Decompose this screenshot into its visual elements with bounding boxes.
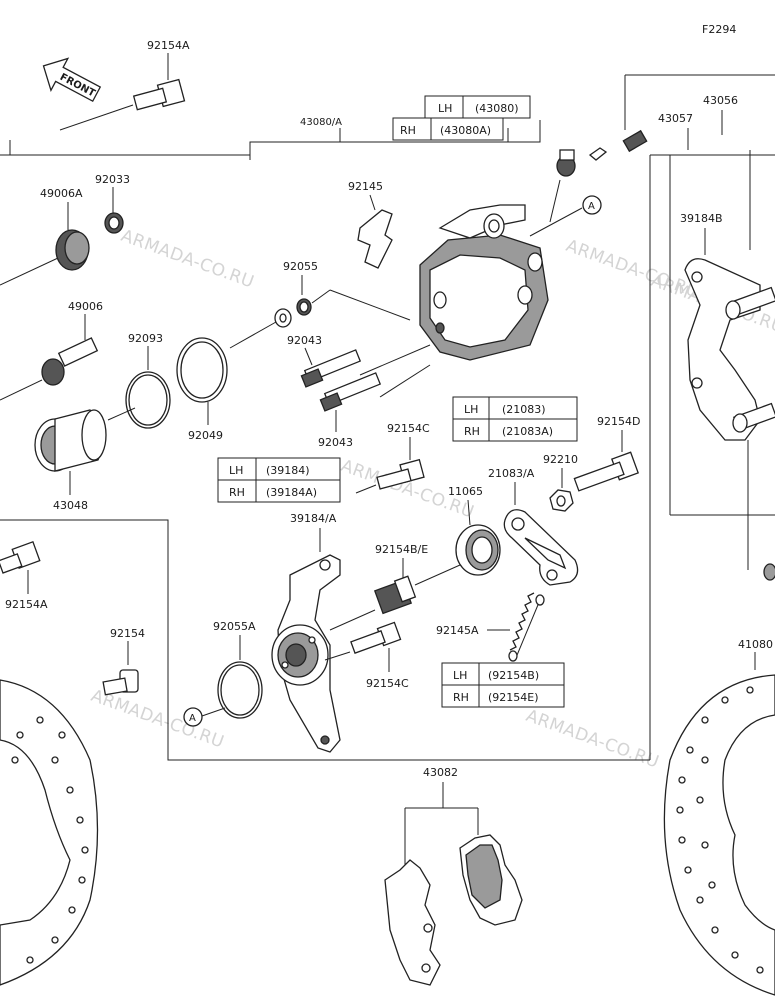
- t39184-lh-val: (39184): [266, 464, 310, 477]
- t43080-lh-val: (43080): [475, 102, 519, 115]
- t39184-lh-key: LH: [229, 464, 243, 477]
- label-92154C-top: 92154C: [387, 422, 430, 435]
- bolt-92154A-top: 92154A: [59, 39, 190, 131]
- label-92145A: 92145A: [436, 624, 479, 637]
- caliper-fittings: [549, 129, 648, 223]
- part-49006A: 49006A: [0, 187, 90, 286]
- t43080-lh-key: LH: [438, 102, 452, 115]
- label-11065: 11065: [448, 485, 483, 498]
- label-43048: 43048: [53, 499, 88, 512]
- watermark-6: ARMADA-CO.RU: [523, 706, 662, 773]
- part-43048: 43048: [34, 407, 136, 512]
- right-edge-fitting: [763, 563, 775, 581]
- callout-a-top-label: A: [588, 201, 595, 212]
- part-43082: 43082: [384, 766, 523, 986]
- part-49006: 49006: [0, 300, 103, 401]
- t21083-rh-key: RH: [464, 425, 480, 438]
- t21083-rh-val: (21083A): [502, 425, 553, 438]
- t39184-rh-val: (39184A): [266, 486, 317, 499]
- label-92055: 92055: [283, 260, 318, 273]
- label-43056: 43056: [703, 94, 738, 107]
- part-92145: 92145: [348, 180, 393, 269]
- table-92154: LH (92154B) RH (92154E): [441, 662, 565, 708]
- table-43080: 43080/A LH (43080) RH (43080A): [300, 95, 531, 141]
- part-92154A-left: 92154A: [0, 541, 48, 611]
- label-92154A-left: 92154A: [5, 598, 48, 611]
- part-92033: 92033: [95, 173, 130, 234]
- part-92154C-top: 92154C: [355, 422, 430, 494]
- t43080-rh-val: (43080A): [440, 124, 491, 137]
- t21083-lh-key: LH: [464, 403, 478, 416]
- caliper-body: [419, 204, 549, 361]
- label-92043-a: 92043: [287, 334, 322, 347]
- label-92145: 92145: [348, 180, 383, 193]
- brake-disc-left: [0, 679, 99, 986]
- part-92049: 92049: [176, 337, 228, 442]
- watermark-5: ARMADA-CO.RU: [88, 686, 227, 753]
- part-92093: 92093: [125, 332, 171, 429]
- t43080-rh-key: RH: [400, 124, 416, 137]
- part-92145A: 92145A: [436, 592, 545, 662]
- part-92210: 92210: [543, 453, 578, 512]
- part-92043-pins: 92043 92043: [287, 334, 431, 449]
- part-92055: 92055: [229, 260, 411, 349]
- callout-a-top: A: [529, 195, 602, 237]
- label-92043-b: 92043: [318, 436, 353, 449]
- label-92033: 92033: [95, 173, 130, 186]
- label-92049: 92049: [188, 429, 223, 442]
- label-92154C-bottom: 92154C: [366, 677, 409, 690]
- label-92154D: 92154D: [597, 415, 640, 428]
- label-49006: 49006: [68, 300, 103, 313]
- part-41080: 41080: [663, 638, 775, 996]
- table-39184: LH (39184) RH (39184A): [217, 457, 341, 503]
- t92154-rh-key: RH: [453, 691, 469, 704]
- part-11065: 11065: [448, 485, 501, 576]
- figure-code: F2294: [702, 23, 736, 36]
- label-92210: 92210: [543, 453, 578, 466]
- label-43082: 43082: [423, 766, 458, 779]
- label-92154BE: 92154B/E: [375, 543, 428, 556]
- part-39184B: 39184B: [680, 212, 775, 441]
- part-39184A: 39184/A: [271, 512, 341, 753]
- t92154-lh-val: (92154B): [488, 669, 539, 682]
- part-92154BE: 92154B/E: [329, 543, 461, 631]
- part-92154C-bottom: 92154C: [324, 621, 409, 690]
- label-43080-partial: 43080/A: [300, 117, 342, 128]
- callout-a-bottom-label: A: [189, 713, 196, 724]
- label-41080: 41080: [738, 638, 773, 651]
- t39184-rh-key: RH: [229, 486, 245, 499]
- part-92055A: 92055A A: [183, 620, 263, 727]
- label-92154: 92154: [110, 627, 145, 640]
- frame-lines: [0, 74, 775, 761]
- part-43056-43057: 43056 43057: [658, 94, 751, 250]
- t92154-rh-val: (92154E): [488, 691, 539, 704]
- part-92154D: 92154D: [573, 415, 640, 492]
- label-39184A: 39184/A: [290, 512, 337, 525]
- table-21083: LH (21083) RH (21083A): [452, 396, 578, 442]
- front-arrow: FRONT: [42, 57, 102, 103]
- part-21083A: 21083/A: [488, 467, 579, 586]
- label-39184B: 39184B: [680, 212, 723, 225]
- part-92154: 92154: [102, 627, 145, 696]
- label-92154A-top: 92154A: [147, 39, 190, 52]
- t21083-lh-val: (21083): [502, 403, 546, 416]
- t92154-lh-key: LH: [453, 669, 467, 682]
- label-49006A: 49006A: [40, 187, 83, 200]
- label-21083A: 21083/A: [488, 467, 535, 480]
- watermark-3: ARMADA-CO.RU: [118, 226, 257, 293]
- label-92055A: 92055A: [213, 620, 256, 633]
- label-43057: 43057: [658, 112, 693, 125]
- label-92093: 92093: [128, 332, 163, 345]
